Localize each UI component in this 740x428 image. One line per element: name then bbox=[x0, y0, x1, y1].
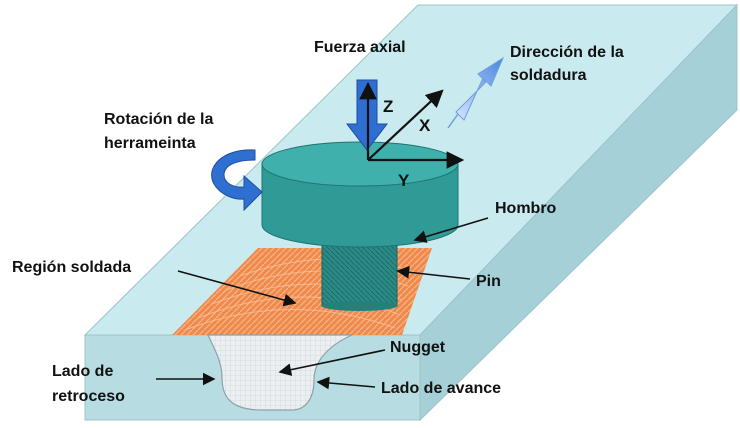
label-welded-region: Región soldada bbox=[12, 259, 131, 276]
leader-welded-region bbox=[177, 270, 297, 307]
axis-z-label: Z bbox=[383, 97, 393, 116]
axis-x-label: X bbox=[419, 116, 431, 135]
tool-pin bbox=[321, 237, 398, 307]
tool-shoulder-top bbox=[261, 141, 459, 187]
label-nugget: Nugget bbox=[390, 339, 446, 356]
coordinate-axes bbox=[359, 81, 465, 169]
leader-shoulder bbox=[413, 217, 489, 243]
leader-pin bbox=[396, 265, 471, 280]
label-tool-rotation-2: herrameinta bbox=[104, 135, 196, 152]
label-weld-direction-1: Dirección de la bbox=[510, 44, 624, 61]
label-pin: Pin bbox=[476, 273, 501, 290]
label-retreating-side-1: Lado de bbox=[52, 363, 113, 380]
label-tool-rotation-1: Rotación de la bbox=[104, 111, 213, 128]
label-weld-direction-2: soldadura bbox=[510, 67, 587, 84]
pin-bottom bbox=[322, 301, 397, 311]
axis-y-label: Y bbox=[398, 171, 410, 190]
label-shoulder: Hombro bbox=[495, 200, 557, 217]
label-retreating-side-2: retroceso bbox=[52, 388, 125, 405]
tool-rotation-arrow bbox=[211, 149, 263, 212]
label-axial-force: Fuerza axial bbox=[314, 39, 406, 56]
leader-nugget bbox=[278, 349, 386, 376]
weld-direction-tail bbox=[447, 113, 459, 129]
welding-direction-arrow bbox=[455, 56, 505, 121]
leader-advancing bbox=[316, 376, 376, 390]
tool-shoulder bbox=[261, 163, 459, 248]
label-advancing-side: Lado de avance bbox=[381, 380, 501, 397]
